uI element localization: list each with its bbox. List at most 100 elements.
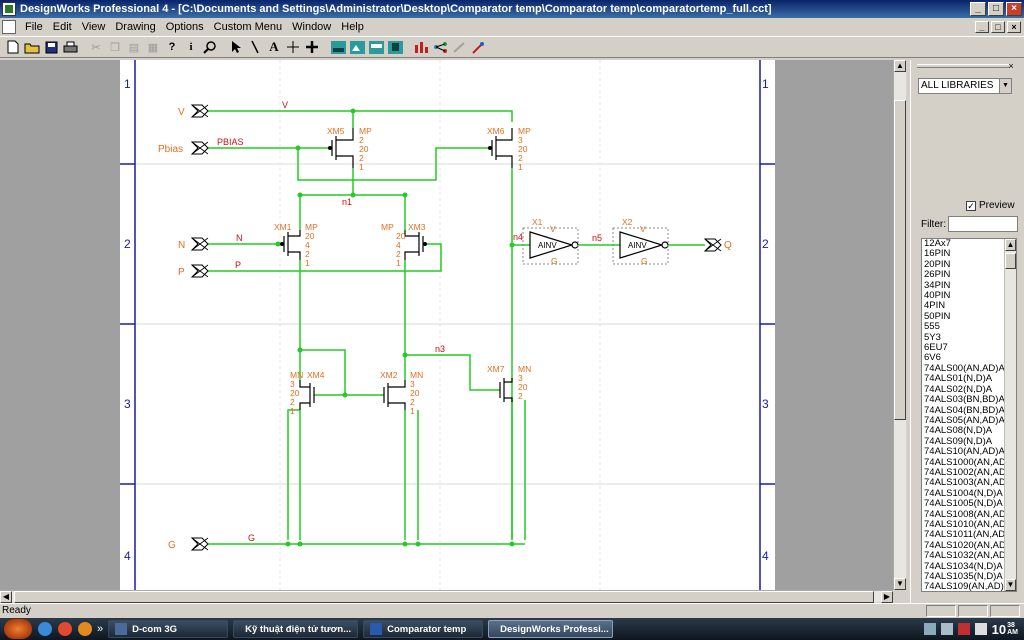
- list-scroll-up-icon[interactable]: ▲: [1005, 239, 1016, 251]
- xm7-name[interactable]: XM7: [487, 364, 505, 374]
- paste-icon[interactable]: ▤: [125, 38, 143, 56]
- chart-tool-icon[interactable]: [412, 38, 430, 56]
- horizontal-scrollbar[interactable]: ◀ ▶: [0, 590, 893, 602]
- part-list-item[interactable]: 74ALS05(AN,AD)A: [922, 416, 1004, 426]
- draw-wire-icon[interactable]: [246, 38, 264, 56]
- sim-tool-2-icon[interactable]: [348, 38, 366, 56]
- info-icon[interactable]: i: [182, 38, 200, 56]
- part-list-item[interactable]: 74ALS109(AN,AD)A: [922, 582, 1004, 592]
- xm1-name[interactable]: XM1: [274, 222, 292, 232]
- library-select[interactable]: ALL LIBRARIES ▼: [918, 78, 1012, 94]
- help-question-icon[interactable]: ?: [163, 38, 181, 56]
- open-folder-icon[interactable]: [23, 38, 41, 56]
- task-dcom[interactable]: D-com 3G: [108, 620, 228, 638]
- part-list-item[interactable]: 74ALS1002(AN,AD)A: [922, 468, 1004, 478]
- xm4-name[interactable]: XM4: [307, 370, 325, 380]
- list-scroll-thumb[interactable]: [1005, 253, 1016, 269]
- print-icon[interactable]: [61, 38, 79, 56]
- doc-close-button[interactable]: ×: [1007, 21, 1021, 33]
- port-v[interactable]: V: [178, 107, 185, 118]
- part-list-item[interactable]: 74ALS1011(AN,AD)A: [922, 530, 1004, 540]
- net-pbias[interactable]: PBIAS: [217, 137, 244, 147]
- part-list-item[interactable]: 74ALS01(N,D)A: [922, 374, 1004, 384]
- part-list-item[interactable]: 74ALS02(N,D)A: [922, 385, 1004, 395]
- xm6-name[interactable]: XM6: [487, 126, 505, 136]
- document-icon[interactable]: [2, 20, 16, 34]
- copy-attrs-icon[interactable]: ▦: [144, 38, 162, 56]
- zoom-magnifier-icon[interactable]: [201, 38, 219, 56]
- schematic-sheet[interactable]: 1 2 3 4 1 2 3 4: [120, 60, 775, 590]
- part-list-item[interactable]: 74ALS03(BN,BD)A: [922, 395, 1004, 405]
- antivirus-icon[interactable]: [958, 623, 970, 635]
- menu-edit[interactable]: Edit: [48, 21, 77, 33]
- doc-restore-button[interactable]: □: [991, 21, 1005, 33]
- schematic-canvas[interactable]: 1 2 3 4 1 2 3 4: [0, 60, 893, 590]
- new-file-icon[interactable]: [4, 38, 22, 56]
- part-list-item[interactable]: 74ALS1035(N,D)A: [922, 572, 1004, 582]
- clock[interactable]: 1038AM: [992, 622, 1018, 637]
- net-n5[interactable]: n5: [592, 233, 602, 243]
- text-tool-icon[interactable]: A: [265, 38, 283, 56]
- menu-help[interactable]: Help: [336, 21, 369, 33]
- ie-icon[interactable]: [38, 622, 52, 636]
- part-list-item[interactable]: 555: [922, 322, 1004, 332]
- scroll-down-icon[interactable]: ▼: [894, 578, 906, 590]
- tray-app-icon[interactable]: [975, 623, 987, 635]
- panel-close-icon[interactable]: ×: [1006, 62, 1016, 72]
- menu-view[interactable]: View: [77, 21, 111, 33]
- save-disk-icon[interactable]: [42, 38, 60, 56]
- part-list-item[interactable]: 74ALS1034(N,D)A: [922, 562, 1004, 572]
- panel-grip[interactable]: [917, 64, 1009, 68]
- part-list-item[interactable]: 74ALS10(AN,AD)A: [922, 447, 1004, 457]
- menu-drawing[interactable]: Drawing: [110, 21, 160, 33]
- x2-name[interactable]: X2: [622, 217, 633, 227]
- sim-tool-4-icon[interactable]: [386, 38, 404, 56]
- menu-options[interactable]: Options: [161, 21, 209, 33]
- quicklaunch-more[interactable]: »: [97, 623, 103, 635]
- net-n1[interactable]: n1: [342, 197, 352, 207]
- part-list-item[interactable]: 6V6: [922, 353, 1004, 363]
- part-list-item[interactable]: 4PIN: [922, 301, 1004, 311]
- part-list-item[interactable]: 74ALS1004(N,D)A: [922, 489, 1004, 499]
- port-n[interactable]: N: [178, 240, 185, 251]
- preview-checkbox[interactable]: ✓: [966, 201, 976, 211]
- parts-list-scrollbar[interactable]: ▲ ▼: [1004, 239, 1016, 591]
- doc-minimize-button[interactable]: _: [975, 21, 989, 33]
- part-list-item[interactable]: 74ALS1020(AN,AD)A: [922, 541, 1004, 551]
- scroll-right-icon[interactable]: ▶: [881, 591, 893, 603]
- network-icon[interactable]: [924, 623, 936, 635]
- probe-tool-icon[interactable]: [469, 38, 487, 56]
- part-list-item[interactable]: 34PIN: [922, 281, 1004, 291]
- firefox-icon[interactable]: [78, 622, 92, 636]
- port-pbias[interactable]: Pbias: [158, 144, 183, 155]
- xm3-name[interactable]: XM3: [408, 222, 426, 232]
- part-list-item[interactable]: 74ALS09(N,D)A: [922, 437, 1004, 447]
- hscroll-thumb[interactable]: [14, 591, 874, 603]
- cross-tool-icon[interactable]: [284, 38, 302, 56]
- port-p[interactable]: P: [178, 267, 185, 278]
- sim-tool-3-icon[interactable]: [367, 38, 385, 56]
- net-p[interactable]: P: [235, 260, 241, 270]
- part-list-item[interactable]: 20PIN: [922, 260, 1004, 270]
- part-list-item[interactable]: 74ALS1008(AN,AD)A: [922, 510, 1004, 520]
- task-folder[interactable]: Comparator temp: [363, 620, 483, 638]
- xm2-name[interactable]: XM2: [380, 370, 398, 380]
- part-list-item[interactable]: 16PIN: [922, 249, 1004, 259]
- net-v[interactable]: V: [282, 100, 288, 110]
- menu-window[interactable]: Window: [287, 21, 336, 33]
- part-list-item[interactable]: 74ALS00(AN,AD)A: [922, 364, 1004, 374]
- port-g[interactable]: G: [168, 540, 176, 551]
- part-list-item[interactable]: 6EU7: [922, 343, 1004, 353]
- net-g[interactable]: G: [248, 533, 255, 543]
- copy-icon[interactable]: ❐: [106, 38, 124, 56]
- part-list-item[interactable]: 12Ax7: [922, 239, 1004, 249]
- filter-input[interactable]: [948, 216, 1018, 232]
- volume-icon[interactable]: [941, 623, 953, 635]
- menu-file[interactable]: File: [20, 21, 48, 33]
- net-n[interactable]: N: [236, 233, 243, 243]
- parts-list[interactable]: 12Ax716PIN20PIN26PIN34PIN40PIN4PIN50PIN5…: [921, 238, 1017, 592]
- part-list-item[interactable]: 74ALS1000(AN,AD)A: [922, 458, 1004, 468]
- part-list-item[interactable]: 74ALS1010(AN,AD)A: [922, 520, 1004, 530]
- list-scroll-down-icon[interactable]: ▼: [1005, 579, 1016, 591]
- plus-tool-icon[interactable]: [303, 38, 321, 56]
